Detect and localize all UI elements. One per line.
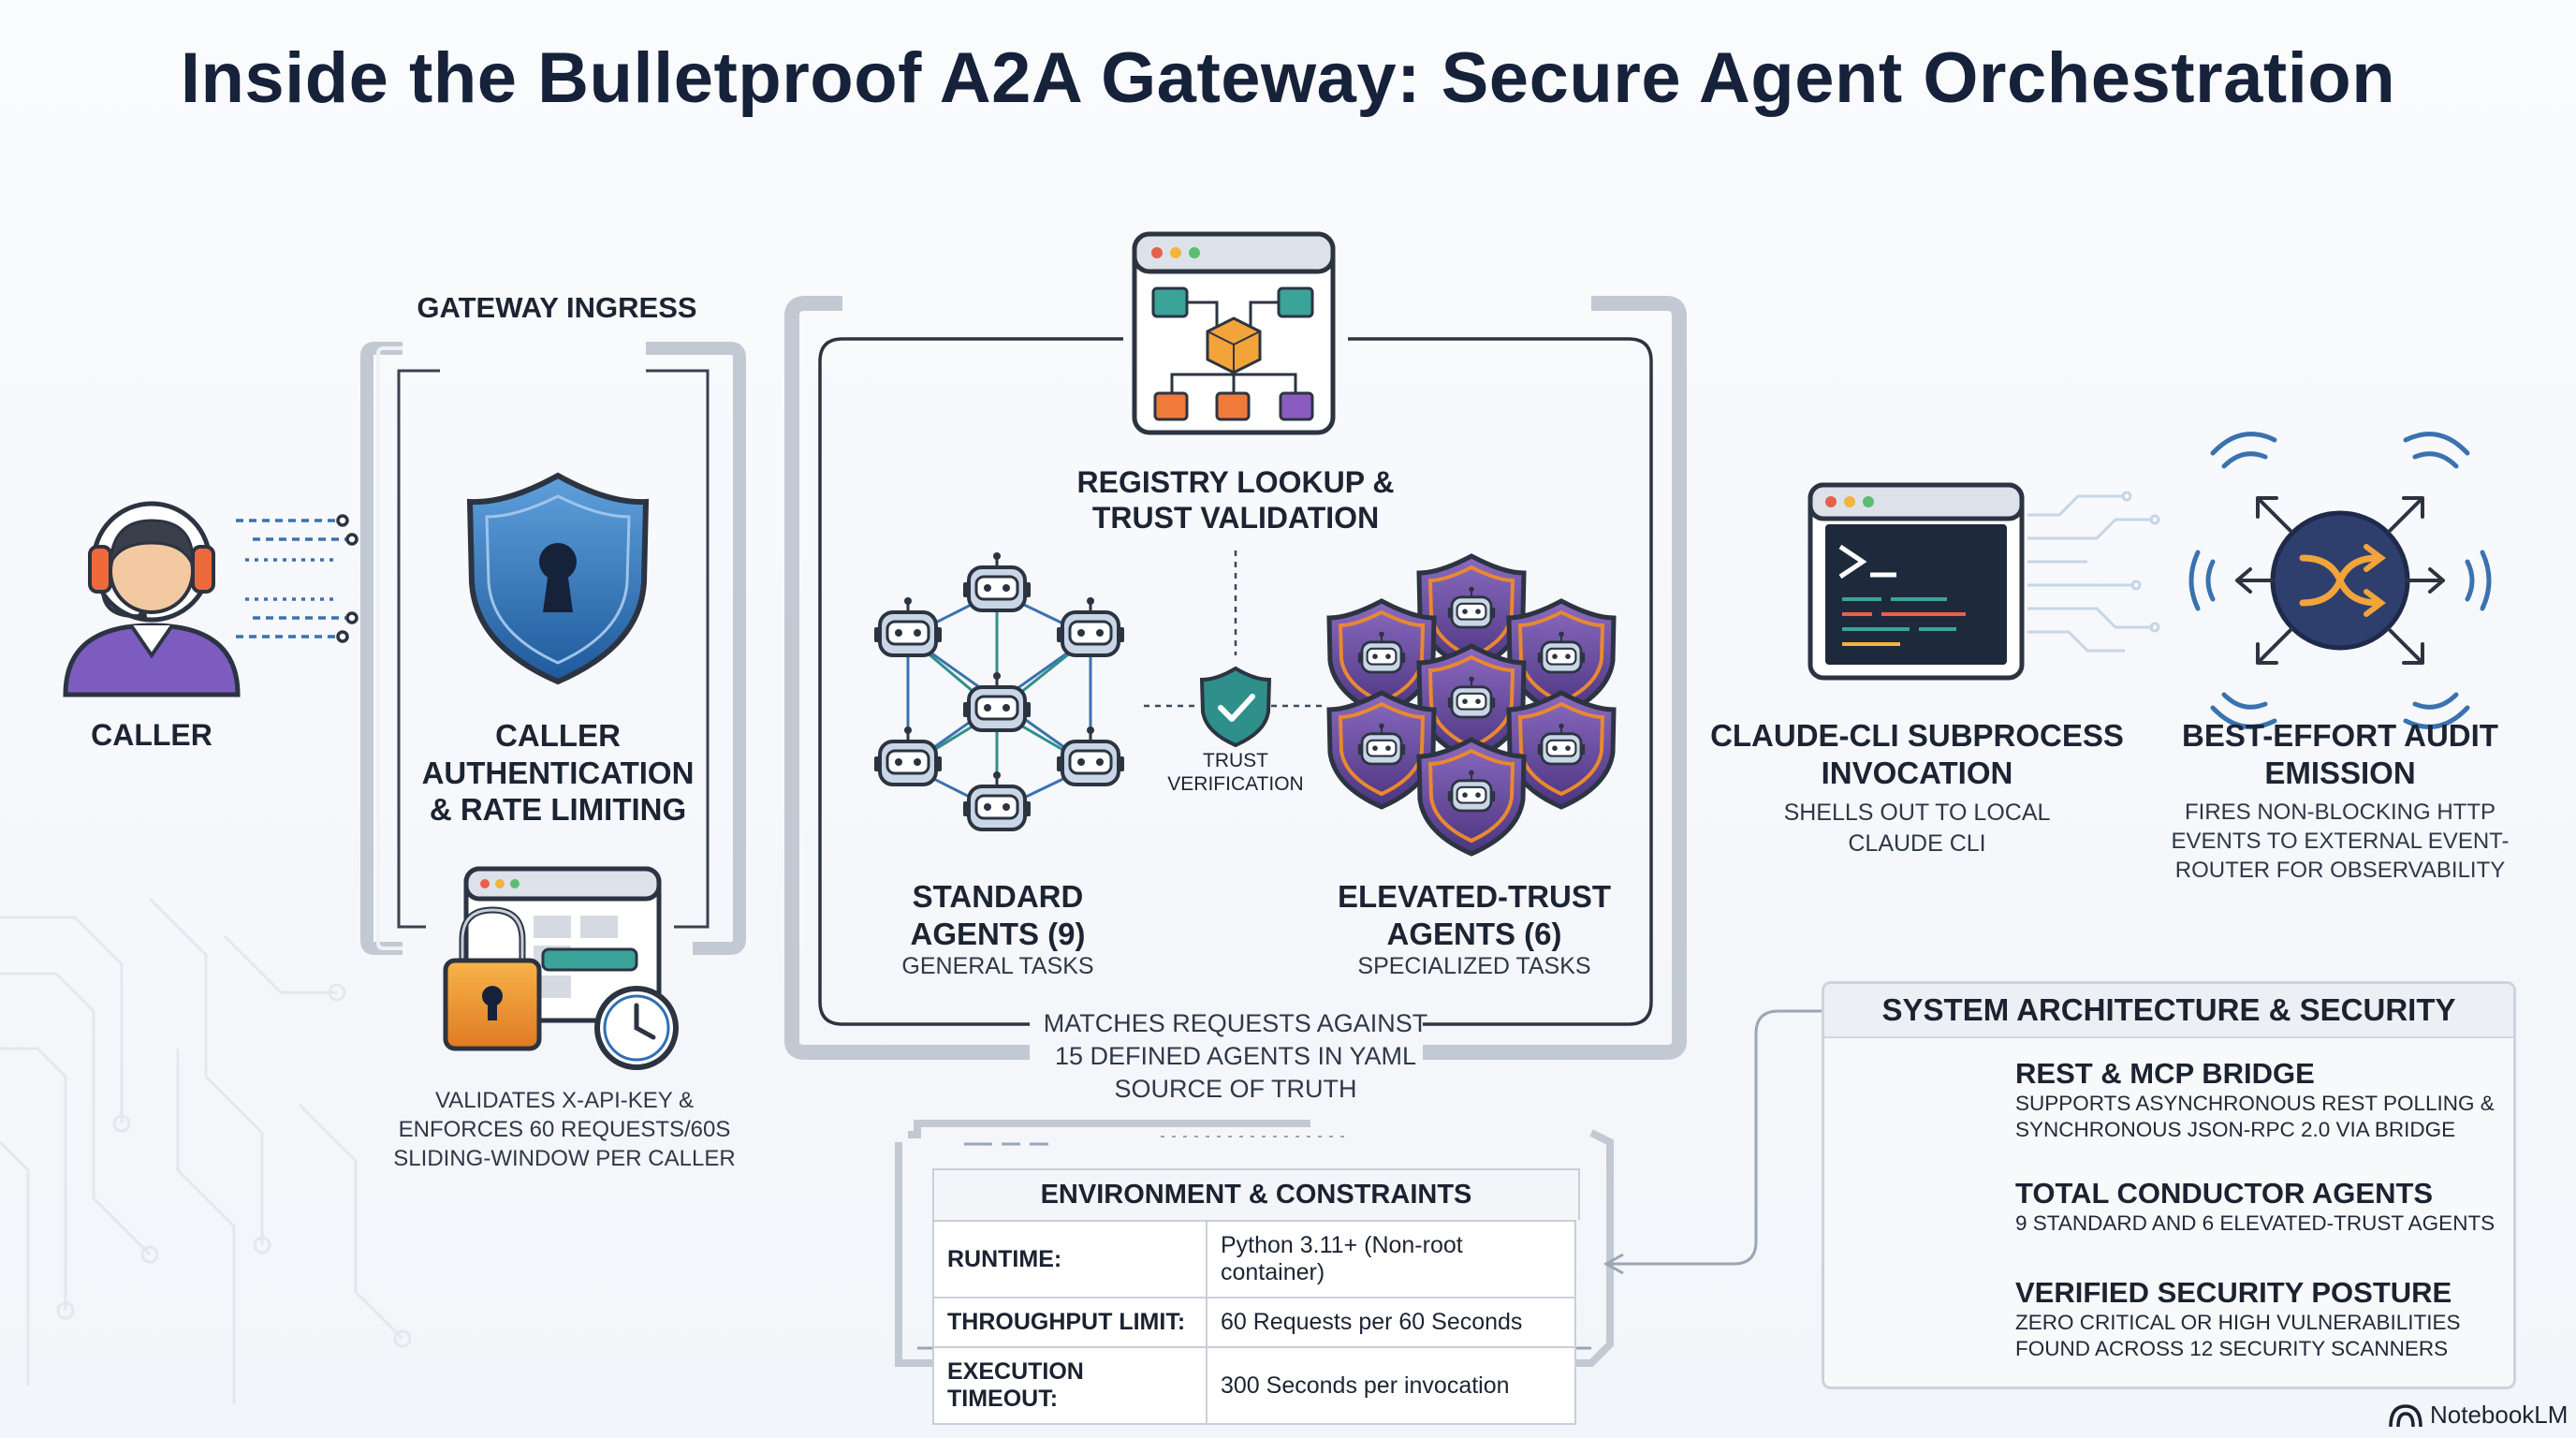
env-key: RUNTIME:: [932, 1220, 1208, 1299]
elevated-agents-title: ELEVATED-TRUST AGENTS (6): [1337, 879, 1612, 951]
caller-person-icon: [63, 501, 241, 697]
keyhole-shield-icon: [466, 472, 650, 685]
elevated-shield-icon: [1326, 690, 1437, 810]
table-row: EXECUTION TIMEOUT: 300 Seconds per invoc…: [932, 1346, 1576, 1425]
system-item: TOTAL CONDUCTOR AGENTS 9 STANDARD AND 6 …: [2015, 1177, 2502, 1237]
ingress-description: VALIDATES X-API-KEY & ENFORCES 60 REQUES…: [393, 1088, 736, 1172]
system-item: REST & MCP BRIDGE SUPPORTS ASYNCHRONOUS …: [2015, 1057, 2502, 1143]
robot-icon: [1357, 723, 1406, 766]
elevated-shield-icon: [1416, 737, 1527, 857]
caller-label: CALLER: [91, 718, 212, 752]
robot-icon: [874, 726, 942, 786]
trust-verification-label: TRUST VERIFICATION: [1167, 750, 1304, 796]
cli-circuit-lines: [2027, 491, 2160, 653]
system-item-title: REST & MCP BRIDGE: [2015, 1057, 2315, 1090]
audit-broadcast-arrows: [2235, 496, 2445, 665]
system-item-desc: ZERO CRITICAL OR HIGH VULNERABILITIES FO…: [2015, 1311, 2461, 1361]
gateway-ingress-header: GATEWAY INGRESS: [417, 291, 697, 324]
elevated-agents-desc: SPECIALIZED TASKS: [1357, 953, 1591, 979]
environment-header: ENVIRONMENT & CONSTRAINTS: [932, 1168, 1580, 1220]
caller-signal-icon: [236, 514, 359, 643]
robot-icon: [1537, 723, 1586, 766]
page-title: Inside the Bulletproof A2A Gateway: Secu…: [180, 38, 2396, 118]
robot-icon: [1057, 597, 1124, 657]
brand-label: NotebookLM: [2430, 1401, 2569, 1429]
env-value: Python 3.11+ (Non-root container): [1206, 1220, 1576, 1299]
system-item-desc: SUPPORTS ASYNCHRONOUS REST POLLING & SYN…: [2015, 1092, 2495, 1142]
environment-panel: ENVIRONMENT & CONSTRAINTS RUNTIME: Pytho…: [932, 1168, 1580, 1425]
env-value: 300 Seconds per invocation: [1206, 1346, 1576, 1425]
robot-icon: [1447, 586, 1496, 629]
audit-wave-icons: [2188, 432, 2492, 729]
robot-icon: [1537, 631, 1586, 674]
elevated-agent-shields: [1326, 553, 1617, 857]
robot-icon: [963, 672, 1031, 732]
circuit-decoration: [0, 897, 412, 1404]
system-item-desc: 9 STANDARD AND 6 ELEVATED-TRUST AGENTS: [2015, 1211, 2496, 1235]
table-row: THROUGHPUT LIMIT: 60 Requests per 60 Sec…: [932, 1297, 1576, 1348]
claude-cli-title: CLAUDE-CLI SUBPROCESS INVOCATION: [1710, 718, 2124, 790]
standard-agent-robots: [874, 552, 1124, 831]
env-value: 60 Requests per 60 Seconds: [1206, 1297, 1576, 1348]
system-item-title: VERIFIED SECURITY POSTURE: [2015, 1276, 2452, 1309]
standard-agents-desc: GENERAL TASKS: [901, 953, 1094, 979]
robot-icon: [874, 597, 942, 657]
system-item: VERIFIED SECURITY POSTURE ZERO CRITICAL …: [2015, 1276, 2502, 1362]
registry-label: REGISTRY LOOKUP & TRUST VALIDATION: [1076, 465, 1395, 536]
rate-limit-icon: [443, 866, 679, 1070]
robot-icon: [963, 771, 1031, 831]
trust-connector: [1144, 550, 1327, 748]
ingress-label: CALLER AUTHENTICATION & RATE LIMITING: [421, 718, 695, 828]
system-item-title: TOTAL CONDUCTOR AGENTS: [2015, 1177, 2434, 1210]
system-header: SYSTEM ARCHITECTURE & SECURITY: [1824, 984, 2513, 1038]
system-to-env-connector: [1603, 1009, 1822, 1275]
claude-cli-desc: SHELLS OUT TO LOCAL CLAUDE CLI: [1783, 800, 2051, 857]
robot-icon: [963, 552, 1031, 612]
terminal-icon: [1808, 482, 2025, 681]
registry-description: MATCHES REQUESTS AGAINST 15 DEFINED AGEN…: [1043, 1009, 1428, 1104]
elevated-shield-icon: [1506, 690, 1617, 810]
system-panel: SYSTEM ARCHITECTURE & SECURITY REST & MC…: [1822, 981, 2516, 1389]
robot-icon: [1057, 726, 1124, 786]
registry-frame: [784, 296, 1687, 1060]
env-key: EXECUTION TIMEOUT:: [932, 1346, 1208, 1425]
table-row: RUNTIME: Python 3.11+ (Non-root containe…: [932, 1220, 1576, 1299]
env-key: THROUGHPUT LIMIT:: [932, 1297, 1208, 1348]
audit-hub-icon: [2270, 510, 2410, 651]
notebooklm-logo-icon: [2389, 1404, 2422, 1428]
standard-agents-title: STANDARD AGENTS (9): [910, 879, 1086, 951]
audit-desc: FIRES NON-BLOCKING HTTP EVENTS TO EXTERN…: [2171, 800, 2510, 884]
environment-table: RUNTIME: Python 3.11+ (Non-root containe…: [932, 1220, 1576, 1425]
audit-title: BEST-EFFORT AUDIT EMISSION: [2182, 718, 2498, 790]
robot-icon: [1447, 770, 1496, 813]
robot-icon: [1357, 631, 1406, 674]
robot-icon: [1447, 676, 1496, 719]
registry-window-icon: [1132, 231, 1336, 435]
ingress-frame: [360, 342, 746, 955]
